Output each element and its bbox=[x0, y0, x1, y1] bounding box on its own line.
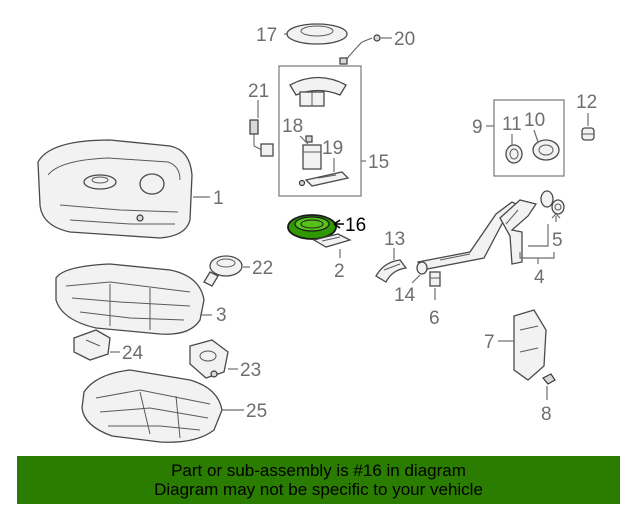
leader-18 bbox=[299, 135, 309, 145]
label-13: 13 bbox=[384, 229, 405, 250]
label-21: 21 bbox=[248, 81, 269, 102]
label-3: 3 bbox=[216, 305, 227, 326]
part-6-valve[interactable] bbox=[429, 271, 441, 287]
label-10: 10 bbox=[524, 110, 545, 131]
label-7: 7 bbox=[484, 332, 495, 353]
leader-5-arrow bbox=[551, 213, 561, 222]
banner-line-2: Diagram may not be specific to your vehi… bbox=[154, 480, 483, 499]
label-25: 25 bbox=[246, 401, 267, 422]
label-4: 4 bbox=[534, 267, 545, 288]
part-4-filler-neck[interactable] bbox=[417, 199, 538, 271]
assembly-box-15 bbox=[278, 65, 362, 197]
part-20-wire[interactable] bbox=[339, 34, 381, 65]
leader-16 bbox=[333, 219, 344, 229]
part-8-screw[interactable] bbox=[542, 373, 556, 385]
label-5: 5 bbox=[552, 230, 563, 251]
info-banner: Part or sub-assembly is #16 in diagram D… bbox=[17, 456, 620, 504]
part-2-plate[interactable] bbox=[312, 233, 352, 248]
part-12-clip[interactable] bbox=[581, 127, 595, 141]
label-17: 17 bbox=[256, 25, 277, 46]
label-19: 19 bbox=[322, 138, 343, 159]
part-25-protector[interactable] bbox=[81, 369, 223, 443]
label-14: 14 bbox=[394, 285, 416, 306]
label-18: 18 bbox=[282, 116, 303, 137]
part-10-gasket[interactable] bbox=[532, 139, 560, 161]
leader-5 bbox=[528, 224, 549, 247]
banner-line-1: Part or sub-assembly is #16 in diagram bbox=[171, 461, 466, 480]
label-8: 8 bbox=[541, 404, 552, 425]
leader-10 bbox=[533, 129, 539, 143]
label-22: 22 bbox=[252, 258, 273, 279]
part-fuel-pump-module[interactable] bbox=[289, 76, 347, 107]
part-18-pump[interactable] bbox=[302, 135, 322, 170]
part-19-filter[interactable] bbox=[298, 171, 350, 187]
part-3-shield[interactable] bbox=[55, 263, 205, 335]
label-16: 16 bbox=[345, 215, 366, 236]
label-6: 6 bbox=[429, 308, 440, 329]
assembly-box-9 bbox=[493, 99, 565, 177]
label-9: 9 bbox=[472, 117, 483, 138]
label-12: 12 bbox=[576, 92, 597, 113]
part-5-ring[interactable] bbox=[540, 190, 565, 215]
part-13-hose[interactable] bbox=[375, 259, 408, 283]
label-23: 23 bbox=[240, 360, 261, 381]
label-2: 2 bbox=[334, 261, 345, 282]
label-20: 20 bbox=[394, 29, 415, 50]
part-23-unit[interactable] bbox=[189, 339, 229, 379]
part-22-valve[interactable] bbox=[203, 255, 243, 287]
part-16-highlighted[interactable] bbox=[287, 214, 337, 240]
part-24-bracket[interactable] bbox=[73, 329, 111, 361]
part-14-clamp[interactable] bbox=[416, 261, 428, 275]
label-15: 15 bbox=[368, 152, 389, 173]
leader-14 bbox=[411, 274, 421, 284]
parts-diagram: 17 20 18 19 15 21 bbox=[37, 23, 597, 443]
part-21-connector[interactable] bbox=[249, 119, 274, 157]
label-24: 24 bbox=[122, 343, 144, 364]
label-1: 1 bbox=[213, 188, 224, 209]
part-1-fuel-tank[interactable] bbox=[37, 139, 193, 239]
part-7-filler-box[interactable] bbox=[513, 309, 547, 381]
part-11-cap[interactable] bbox=[505, 144, 523, 164]
label-11: 11 bbox=[502, 114, 522, 135]
part-17-cover-plate[interactable] bbox=[286, 23, 348, 45]
leader-4 bbox=[519, 252, 555, 264]
